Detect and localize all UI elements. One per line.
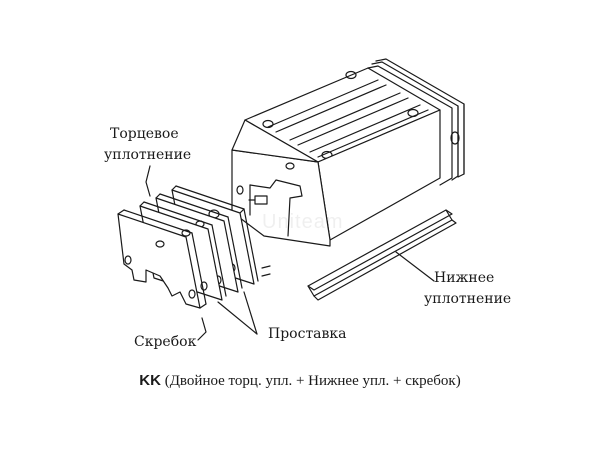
end-seal-plates <box>117 185 271 309</box>
bottom-seal-label-line1: Нижнее <box>434 270 495 286</box>
mount-hole <box>262 119 274 129</box>
watermark: Uniteam <box>262 211 343 233</box>
end-seal-label-line2: уплотнение <box>104 147 192 163</box>
spacer-leader-2 <box>243 291 258 335</box>
caption-code: KK <box>139 372 161 389</box>
scraper-label: Скребок <box>134 334 197 350</box>
mount-hole <box>407 108 419 118</box>
bottom-seal-leader <box>395 251 435 282</box>
caption-text: (Двойное торц. упл. + Нижнее упл. + скре… <box>164 373 461 389</box>
spacer-label: Проставка <box>268 326 347 342</box>
leader-lines <box>145 165 435 341</box>
bottom-seal-label-line2: уплотнение <box>424 291 512 307</box>
figure-caption: KK (Двойное торц. упл. + Нижнее упл. + с… <box>0 372 600 390</box>
carriage-block <box>231 58 465 247</box>
bottom-seal-strips <box>307 209 457 301</box>
spacer-leader-1 <box>217 301 258 335</box>
mount-hole <box>345 70 357 80</box>
scraper-leader <box>197 317 207 341</box>
end-seal-leader <box>145 165 151 197</box>
end-seal-label-line1: Торцевое <box>110 126 179 142</box>
